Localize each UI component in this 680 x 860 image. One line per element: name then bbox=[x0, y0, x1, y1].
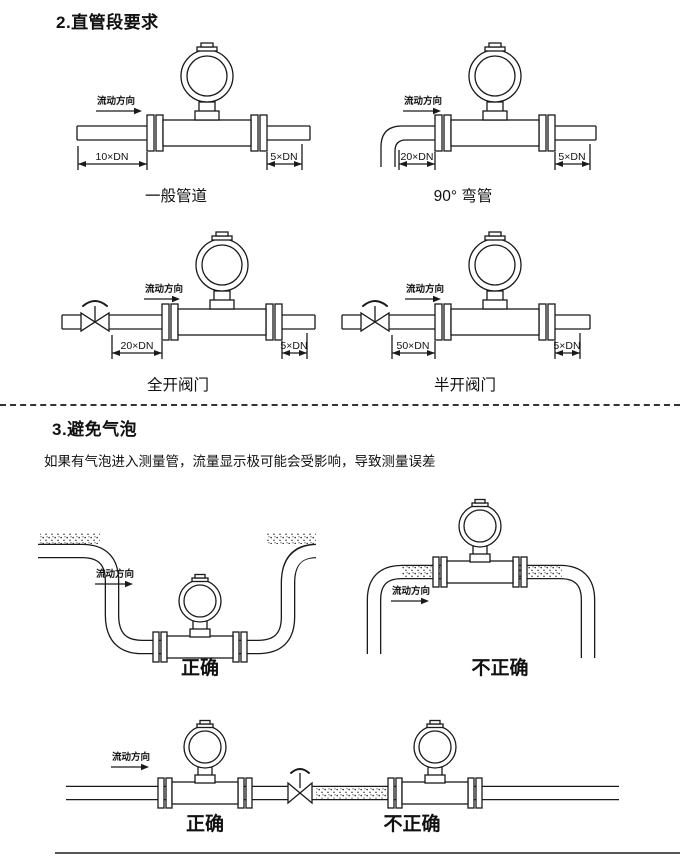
flow-arrow-icon bbox=[433, 107, 441, 115]
flow-direction-label: 流动方向 bbox=[406, 283, 444, 295]
bubble-avoidance-diagrams: 流动方向 正确 流动方向 不正确 bbox=[36, 498, 621, 835]
diagram-half-open-valve: 流动方向 50×DN 5×DN 半开阀门 bbox=[341, 231, 591, 394]
flow-direction-label: 流动方向 bbox=[145, 283, 183, 295]
verdict-caption: 不正确 bbox=[471, 656, 528, 679]
pipe bbox=[341, 314, 591, 330]
dimension-left: 20×DN bbox=[111, 335, 163, 359]
diagram-hump-incorrect: 流动方向 不正确 bbox=[366, 498, 596, 679]
flow-direction-label: 流动方向 bbox=[404, 95, 442, 107]
dimension-right: 5×DN bbox=[280, 333, 308, 359]
flow-direction-indicator: 流动方向 bbox=[391, 585, 430, 605]
dimension-left: 10×DN bbox=[77, 146, 148, 170]
diagram-caption: 全开阀门 bbox=[147, 376, 209, 394]
flow-direction-label: 流动方向 bbox=[96, 568, 134, 580]
dimension-left: 20×DN bbox=[398, 150, 436, 170]
flow-arrow-icon bbox=[433, 295, 441, 303]
flow-direction-indicator: 流动方向 bbox=[96, 95, 142, 115]
verdict-caption: 正确 bbox=[186, 812, 224, 835]
section-divider bbox=[0, 404, 680, 406]
dimension-label: 50×DN bbox=[397, 340, 430, 352]
flow-direction-indicator: 流动方向 bbox=[111, 751, 150, 771]
dimension-label: 10×DN bbox=[96, 151, 129, 163]
flow-arrow-icon bbox=[141, 763, 149, 771]
pipe bbox=[76, 125, 311, 141]
flowmeter-icon bbox=[387, 719, 483, 809]
flowmeter-icon bbox=[432, 498, 528, 588]
dimension-label: 5×DN bbox=[558, 151, 585, 163]
flow-arrow-icon bbox=[125, 580, 133, 588]
valve-icon bbox=[287, 768, 313, 804]
flowmeter-icon bbox=[157, 719, 253, 809]
section-3-description: 如果有气泡进入测量管，流量显示极可能会受影响，导致测量误差 bbox=[44, 454, 436, 469]
bubbles-texture bbox=[40, 533, 100, 544]
diagram-elbow-pipe: 流动方向 20×DN 5×DN 90° 弯管 bbox=[380, 42, 597, 205]
flowmeter-icon bbox=[146, 42, 268, 152]
dimension-right: 5×DN bbox=[554, 144, 591, 170]
section-3-heading: 3.避免气泡 bbox=[52, 420, 138, 439]
flow-arrow-icon bbox=[172, 295, 180, 303]
flow-direction-indicator: 流动方向 bbox=[95, 568, 134, 588]
flow-direction-indicator: 流动方向 bbox=[403, 95, 442, 115]
flow-direction-label: 流动方向 bbox=[112, 751, 150, 763]
valve-icon bbox=[360, 300, 390, 332]
dimension-label: 5×DN bbox=[270, 151, 297, 163]
flow-direction-indicator: 流动方向 bbox=[405, 283, 444, 303]
bubbles-texture bbox=[266, 533, 316, 544]
dimension-right: 5×DN bbox=[266, 144, 303, 170]
dimension-label: 20×DN bbox=[121, 340, 154, 352]
bubbles-texture bbox=[316, 787, 388, 799]
flow-direction-label: 流动方向 bbox=[97, 95, 135, 107]
flowmeter-icon bbox=[434, 42, 556, 152]
pipe bbox=[61, 314, 316, 330]
diagram-general-pipe: 流动方向 10×DN 5×DN 一般管道 bbox=[76, 42, 311, 205]
flowmeter-icon bbox=[434, 231, 556, 341]
pipe-elbow bbox=[380, 125, 597, 167]
flow-arrow-icon bbox=[421, 597, 429, 605]
verdict-caption: 不正确 bbox=[383, 812, 440, 835]
diagram-caption: 一般管道 bbox=[145, 187, 207, 205]
verdict-caption: 正确 bbox=[181, 656, 219, 679]
next-section-border bbox=[55, 852, 680, 854]
section-2-heading: 2.直管段要求 bbox=[56, 13, 159, 32]
flowmeter-icon bbox=[152, 573, 248, 663]
valve-icon bbox=[80, 300, 110, 332]
diagram-caption: 半开阀门 bbox=[434, 376, 496, 394]
dimension-label: 5×DN bbox=[553, 340, 580, 352]
straight-pipe-requirement-diagrams: 流动方向 10×DN 5×DN 一般管道 bbox=[61, 42, 597, 394]
diagram-fully-open-valve: 流动方向 20×DN 5×DN 全开阀门 bbox=[61, 231, 316, 394]
dimension-label: 20×DN bbox=[401, 151, 434, 163]
diagram-caption: 90° 弯管 bbox=[434, 187, 493, 205]
diagram-dip-correct: 流动方向 正确 bbox=[36, 533, 319, 679]
dimension-label: 5×DN bbox=[280, 340, 307, 352]
dimension-left: 50×DN bbox=[391, 335, 436, 359]
dimension-right: 5×DN bbox=[553, 333, 581, 359]
flow-arrow-icon bbox=[134, 107, 142, 115]
flow-direction-label: 流动方向 bbox=[392, 585, 430, 597]
diagram-valve-downstream: 流动方向 正确 不正确 bbox=[64, 719, 621, 835]
flow-direction-indicator: 流动方向 bbox=[144, 283, 183, 303]
